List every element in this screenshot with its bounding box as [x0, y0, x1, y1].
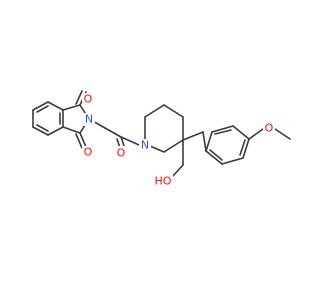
atom-label-layer: O N O O N O HO: [82, 93, 275, 188]
molecule-canvas: O N O O N O HO: [32, 90, 291, 188]
bond-layer: [32, 90, 291, 178]
bond: [248, 128, 264, 140]
bond: [182, 131, 204, 141]
bond: [36, 105, 49, 113]
bond: [62, 126, 81, 134]
bond: [163, 139, 184, 153]
bond: [144, 104, 165, 118]
bond: [202, 131, 207, 152]
nitrogen-atom-piperidine: N: [141, 139, 149, 152]
bond: [104, 127, 122, 138]
nitrogen-atom-imide: N: [85, 113, 93, 126]
bond: [36, 124, 49, 132]
bond: [62, 104, 81, 111]
bond: [205, 150, 223, 165]
atom-bg: [263, 122, 275, 135]
bond: [120, 136, 140, 146]
bond: [75, 90, 83, 105]
oxygen-atom-imide-top: O: [84, 93, 93, 106]
bond: [79, 132, 87, 148]
atom-bg: [82, 93, 94, 106]
bond: [47, 126, 64, 136]
bond: [32, 126, 49, 136]
atom-bg: [139, 139, 151, 152]
bond: [149, 145, 165, 153]
bond: [221, 157, 244, 165]
bond: [214, 129, 232, 135]
molecule-structure: O N O O N O HO: [32, 90, 291, 188]
atom-bg: [82, 146, 94, 159]
bond: [209, 149, 223, 161]
hydroxyl-group: HO: [155, 175, 172, 188]
bond: [163, 104, 184, 118]
atom-bg: [153, 175, 173, 188]
oxygen-atom-methoxy: O: [265, 122, 274, 135]
atom-bg: [115, 146, 127, 159]
bond: [171, 164, 184, 178]
bond: [205, 131, 213, 152]
bond: [32, 101, 49, 111]
atom-bg: [83, 113, 95, 126]
bond: [274, 128, 291, 140]
bond: [211, 125, 234, 133]
bond: [239, 139, 246, 156]
bond: [242, 138, 250, 159]
bond: [232, 125, 250, 140]
oxygen-atom-amide: O: [117, 147, 126, 160]
bond: [47, 101, 64, 111]
oxygen-atom-imide-bottom: O: [84, 146, 93, 159]
bond: [75, 133, 83, 149]
